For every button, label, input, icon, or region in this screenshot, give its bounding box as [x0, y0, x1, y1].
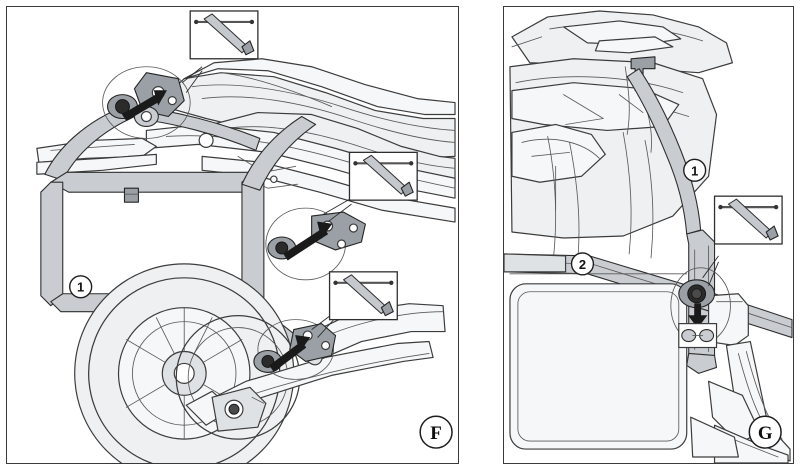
- bolt-icon: [333, 274, 394, 317]
- panel-g-label: G: [748, 415, 782, 449]
- f-inset-top: [189, 10, 259, 60]
- panel-g-artwork: 1 2 G: [504, 10, 793, 463]
- f-inset-middle: [348, 151, 418, 201]
- bolt-icon: [353, 154, 414, 197]
- g-marker-2: 2: [570, 252, 595, 276]
- panel-g-letter: G: [758, 423, 773, 444]
- panel-f-label: F: [419, 415, 453, 449]
- panel-f-letter: F: [430, 423, 442, 444]
- leader-line-middle: [323, 197, 352, 215]
- right-structures: [690, 293, 791, 463]
- leader-line-top-2: [185, 70, 203, 93]
- f-marker-1: 1: [69, 275, 93, 299]
- g-marker-2-label: 2: [579, 257, 586, 272]
- panel-g: 1 2 G: [503, 6, 794, 464]
- license-plate-panel: [509, 273, 688, 450]
- leader-line-top: [181, 66, 203, 84]
- mount-bracket-bottom: [253, 319, 337, 380]
- rear-body: [509, 58, 718, 239]
- leader-line-g: [702, 255, 719, 279]
- brake-caliper: [211, 386, 267, 432]
- cross-brace-bar: [504, 253, 793, 339]
- bolt-icon: [193, 13, 255, 56]
- f-inset-bottom: [328, 271, 398, 321]
- tail-rear-upper: [511, 10, 734, 74]
- left-bracket: [511, 123, 606, 183]
- mount-bracket-middle: [265, 207, 366, 281]
- mount-bracket-top: [102, 66, 191, 139]
- bolt-icon: [718, 198, 779, 241]
- f-marker-1-label: 1: [77, 280, 84, 295]
- leader-line-bottom-2: [317, 317, 336, 338]
- wheel-spokes: [126, 307, 243, 440]
- g-marker-1: 1: [683, 158, 707, 182]
- g-marker-1-label: 1: [691, 163, 698, 178]
- g-inset-right: [713, 195, 783, 245]
- leader-line-g-2: [708, 261, 719, 286]
- mid-body: [547, 132, 654, 263]
- panel-f: 1 F: [6, 6, 459, 464]
- leader-line-middle-2: [327, 203, 352, 223]
- mount-detail-g: [670, 267, 731, 349]
- panel-f-artwork: 1 F: [36, 10, 456, 463]
